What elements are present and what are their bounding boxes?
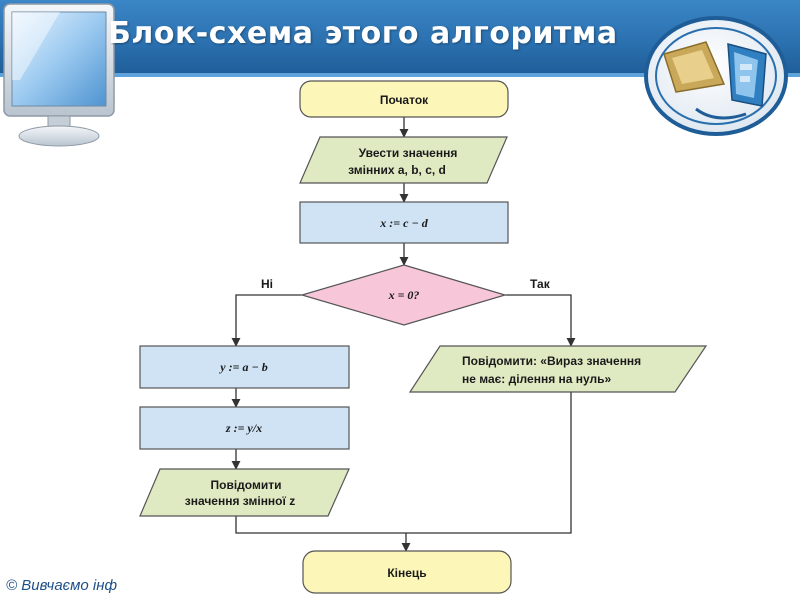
- start-label: Початок: [380, 93, 429, 107]
- start-terminal: Початок: [299, 80, 509, 118]
- header-accent-line: [0, 73, 800, 77]
- page-title: Блок-схема этого алгоритма: [108, 16, 618, 51]
- input-line-2: змінних a, b, c, d: [348, 163, 446, 177]
- decision-block: x = 0?: [299, 264, 508, 326]
- output-right-block: Повідомити: «Вираз значення не має: діле…: [408, 345, 708, 393]
- input-line-1: Увести значення: [359, 146, 458, 160]
- assign-z-block: z := y/x: [139, 406, 350, 450]
- no-label: Ні: [261, 277, 273, 291]
- output-right-line-1: Повідомити: «Вираз значення: [462, 354, 641, 368]
- yes-label: Так: [530, 277, 551, 291]
- decision-label: x = 0?: [388, 288, 420, 302]
- output-left-line-2: значення змінної z: [185, 494, 295, 508]
- monitor-icon: [3, 3, 115, 147]
- output-right-line-2: не має: ділення на нуль»: [462, 372, 612, 386]
- output-left-block: Повідомити значення змінної z: [139, 468, 350, 517]
- assign-x-block: x := c − d: [299, 201, 509, 244]
- assign-y-label: y := a − b: [218, 360, 267, 374]
- end-label: Кінець: [387, 566, 426, 580]
- input-block: Увести значення змінних a, b, c, d: [299, 136, 508, 184]
- footer-text: © Вивчаємо інф: [6, 577, 118, 594]
- assign-x-label: x := c − d: [379, 216, 428, 230]
- assign-z-label: z := y/x: [225, 421, 262, 435]
- connectors: [231, 117, 576, 552]
- end-terminal: Кінець: [302, 550, 512, 594]
- assign-y-block: y := a − b: [139, 345, 350, 389]
- output-left-line-1: Повідомити: [211, 478, 282, 492]
- book-globe-icon: [644, 16, 788, 136]
